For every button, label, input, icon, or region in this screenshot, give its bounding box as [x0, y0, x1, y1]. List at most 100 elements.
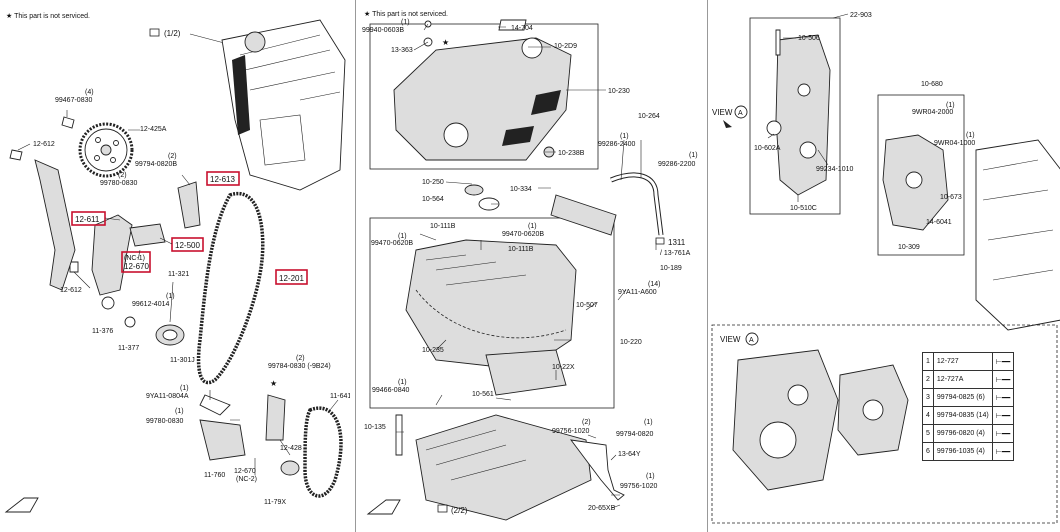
bolt-icon: ⊢━━ [991, 370, 1015, 389]
ref-label: 1311 [668, 238, 686, 247]
part-label: 10-238B [558, 150, 585, 157]
timing-chain-panel: ★ This part is not serviced. (1/2) [0, 0, 350, 532]
highlight-12-201 [275, 269, 308, 285]
chain-cover-box [877, 94, 965, 256]
part-label: 10-564 [422, 196, 444, 203]
part-label: 99466-0840 [372, 387, 409, 394]
part-label: (1) [946, 102, 955, 109]
part-label-12-201[interactable]: 12-201 [279, 274, 304, 283]
part-label-12-613[interactable]: 12-613 [210, 175, 235, 184]
bolt-icon: ⊢━━ [991, 442, 1015, 461]
part-label: (1) [689, 152, 698, 159]
leader [189, 33, 229, 45]
timing-chain [196, 191, 265, 385]
legend-part: 99796-0820 (4) [932, 424, 993, 443]
part-label-12-500[interactable]: 12-500 [175, 241, 200, 250]
part-label: 99756-1020 [620, 483, 657, 490]
notice-text: This part is not serviced. [372, 11, 448, 18]
part-label: 13-64Y [618, 451, 641, 458]
engine-block-drawing [221, 19, 346, 191]
part-label: 12-612 [33, 141, 55, 148]
legend-part: 99796-1035 (4) [932, 442, 993, 461]
part-label: 99794-0820B [135, 161, 177, 168]
label-plate [498, 19, 527, 31]
chain-guide-left [34, 159, 76, 291]
not-serviced-note: ★ This part is not serviced. [6, 13, 90, 20]
part-label: (1) [966, 132, 975, 139]
part-label: 99286-2400 [598, 141, 635, 148]
part-label: 99286-2200 [658, 161, 695, 168]
part-label: (1) [644, 419, 653, 426]
part-label: 99784-0830 (-9B24) [268, 363, 331, 370]
part-label: 99756-1020 [552, 428, 589, 435]
part-label: (1) [175, 408, 184, 415]
engine-cover-box [369, 23, 599, 170]
part-label: 10-680 [921, 81, 943, 88]
oil-pump-guide [265, 394, 286, 441]
legend-part: 12-727A [932, 370, 993, 389]
engine-block-drawing [975, 139, 1060, 331]
ref-label-1-2: (1/2) [164, 29, 181, 38]
bolt-icon [61, 116, 75, 129]
part-label: 14-704 [511, 25, 533, 32]
washer-icon [101, 296, 115, 310]
part-label: 99470-0620B [371, 240, 413, 247]
part-label: (1) [166, 293, 175, 300]
hose-bracket [550, 194, 617, 236]
part-label-nc1: (NC-1) [124, 255, 145, 262]
upper-chain-guide [177, 181, 201, 229]
legend-part: 12-727 [932, 352, 993, 371]
part-label: 10-235 [422, 347, 444, 354]
legend-part: 99794-0835 (14) [932, 406, 993, 425]
part-label: 99780-0830 [146, 418, 183, 425]
legend-number: 6 [922, 442, 934, 461]
part-label: 11-377 [118, 345, 139, 352]
part-label: (1) [401, 19, 410, 26]
view-a-marker [745, 332, 759, 346]
cover-detail-front [732, 349, 839, 491]
part-label: 9WR04-2000 [912, 109, 953, 116]
part-label: (1) [646, 473, 655, 480]
part-label: 9YA11-0804A [146, 393, 189, 400]
part-label: 22-903 [850, 12, 872, 19]
legend-number: 2 [922, 370, 934, 389]
view-a-letter: A [738, 110, 743, 117]
part-label: 99234-1010 [816, 166, 853, 173]
part-label-12-611[interactable]: 12-611 [75, 215, 100, 224]
view-arrow-icon [723, 120, 732, 128]
part-label: 10-230 [608, 88, 630, 95]
part-label: 10-334 [510, 186, 532, 193]
oil-pump-sprocket [280, 460, 300, 476]
legend-part: 99794-0825 (6) [932, 388, 993, 407]
ref-label: / 13-761A [660, 250, 691, 257]
view-a-marker [734, 105, 748, 119]
part-label: 11-641 [330, 393, 350, 400]
oil-filler-cap [521, 37, 543, 59]
bracket [569, 439, 625, 501]
star-mark: ★ [442, 38, 449, 47]
part-label-12-670[interactable]: 12-670 [124, 262, 149, 271]
part-label: (1) [620, 133, 629, 140]
part-label: 10-602A [754, 145, 781, 152]
bolt-icon: ⊢━━ [991, 388, 1015, 407]
part-label: 10-673 [940, 194, 962, 201]
part-label: 9YA11-A600 [618, 289, 657, 296]
highlight-12-500 [171, 237, 204, 252]
legend-number: 3 [922, 388, 934, 407]
part-label: 10-507 [576, 302, 598, 309]
part-label: (1) [528, 223, 537, 230]
bolt-icon: ⊢━━ [991, 406, 1015, 425]
not-serviced-note: ★ This part is not serviced. [364, 11, 448, 18]
part-label: 11-79X [264, 499, 286, 506]
ref-book-icon [437, 504, 448, 513]
cylinder-head-panel: ★ This part is not serviced. ★ [355, 0, 704, 532]
part-label: 99467-0830 [55, 97, 92, 104]
part-label: 99780-0830 [100, 180, 137, 187]
ref-book-icon [149, 28, 160, 37]
bolt-icon [199, 394, 231, 416]
part-label: (1) [398, 379, 407, 386]
legend-number: 5 [922, 424, 934, 443]
